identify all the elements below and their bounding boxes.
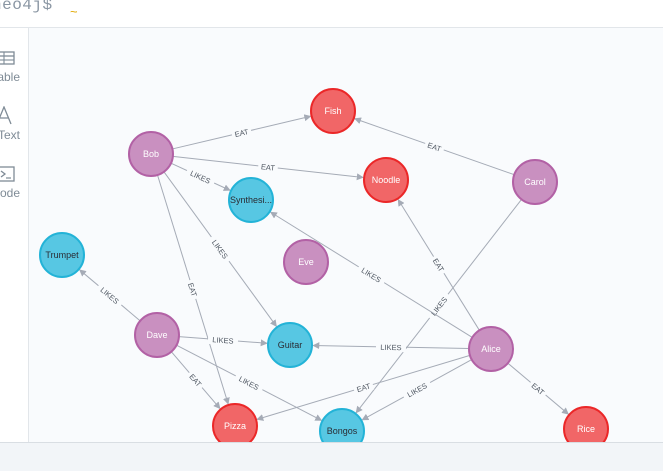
- node-label: Eve: [298, 257, 314, 267]
- node-circle[interactable]: [39, 232, 85, 278]
- relationship-label: LIKES: [360, 266, 383, 285]
- relationship-label: LIKES: [237, 374, 260, 392]
- relationship-label-bg: [352, 379, 375, 395]
- node-label: Carol: [524, 177, 546, 187]
- relationship-label: LIKES: [210, 238, 230, 260]
- node-alice[interactable]: Alice: [468, 326, 514, 372]
- relationship-label-bg: [527, 378, 549, 399]
- relationship-alice-rice[interactable]: EAT: [507, 362, 569, 415]
- node-label: Bob: [143, 149, 159, 159]
- text-view-button[interactable]: Text: [0, 106, 28, 154]
- node-fish[interactable]: Fish: [310, 88, 356, 134]
- node-label: Fish: [324, 106, 341, 116]
- relationship-label-bg: [233, 371, 265, 395]
- relationship-label-bg: [401, 378, 433, 402]
- node-label: Alice: [481, 344, 501, 354]
- table-icon: [0, 51, 15, 65]
- relationship-label-bg: [207, 234, 234, 265]
- relationship-dave-trumpet[interactable]: LIKES: [79, 269, 141, 322]
- node-trumpet[interactable]: Trumpet: [39, 232, 85, 278]
- node-circle[interactable]: [468, 326, 514, 372]
- node-label: Guitar: [278, 340, 303, 350]
- node-dave[interactable]: Dave: [134, 312, 180, 358]
- relationship-label: EAT: [260, 162, 275, 173]
- node-bob[interactable]: Bob: [128, 131, 174, 177]
- relationship-label: LIKES: [429, 295, 449, 317]
- relationship-carol-bongos[interactable]: LIKES: [355, 199, 522, 414]
- relationship-label: LIKES: [212, 335, 234, 346]
- relationship-bob-noodle[interactable]: EAT: [172, 155, 364, 181]
- relationship-alice-guitar[interactable]: LIKES: [312, 341, 470, 353]
- node-circle[interactable]: [512, 159, 558, 205]
- relationship-label-bg: [185, 369, 206, 391]
- node-label: Noodle: [372, 175, 401, 185]
- node-label: Trumpet: [45, 250, 79, 260]
- relationship-label-bg: [375, 341, 407, 353]
- node-carol[interactable]: Carol: [512, 159, 558, 205]
- table-view-button[interactable]: Table: [0, 48, 28, 96]
- text-view-label: Text: [0, 128, 20, 142]
- relationship-label: LIKES: [189, 169, 212, 186]
- result-view-sidebar: Table Text Code: [0, 28, 29, 442]
- cypher-prompt[interactable]: neo4j$: [0, 0, 53, 14]
- node-label: Synthesi...: [230, 195, 272, 205]
- relationship-label: EAT: [234, 127, 250, 139]
- relationship-dave-pizza[interactable]: EAT: [170, 351, 221, 410]
- cursor-marker: ~: [70, 4, 78, 19]
- node-circle[interactable]: [363, 157, 409, 203]
- node-circle[interactable]: [267, 322, 313, 368]
- relationship-label-bg: [356, 262, 387, 287]
- table-view-label: Table: [0, 70, 20, 84]
- bottom-bar: [0, 442, 663, 471]
- relationship-bob-fish[interactable]: EAT: [172, 114, 312, 150]
- node-label: Rice: [577, 424, 595, 434]
- relationship-label-bg: [184, 165, 217, 188]
- node-label: Pizza: [224, 421, 246, 431]
- relationship-label: LIKES: [99, 285, 121, 306]
- relationship-label: LIKES: [406, 381, 429, 399]
- node-rice[interactable]: Rice: [563, 406, 609, 452]
- node-guitar[interactable]: Guitar: [267, 322, 313, 368]
- relationship-bob-synth[interactable]: LIKES: [170, 162, 231, 191]
- relationship-label: LIKES: [380, 343, 401, 352]
- node-label: Dave: [146, 330, 167, 340]
- code-view-button[interactable]: Code: [0, 164, 28, 212]
- editor-bar[interactable]: neo4j$ ~: [0, 0, 663, 28]
- node-circle[interactable]: [228, 177, 274, 223]
- node-synth[interactable]: Synthesi...: [228, 177, 274, 223]
- relationship-label-bg: [95, 281, 125, 309]
- relationship-label: EAT: [356, 381, 372, 394]
- node-circle[interactable]: [283, 239, 329, 285]
- relationship-label-bg: [230, 125, 253, 140]
- relationship-alice-bongos[interactable]: LIKES: [361, 359, 472, 421]
- relationship-dave-guitar[interactable]: LIKES: [178, 333, 268, 347]
- node-circle[interactable]: [134, 312, 180, 358]
- node-circle[interactable]: [310, 88, 356, 134]
- code-view-label: Code: [0, 186, 20, 200]
- graph-canvas[interactable]: EAT EAT LIKES LIKES EAT EAT LIKES LIKES LIKES EAT…: [29, 28, 663, 454]
- relationship-label-bg: [423, 138, 446, 155]
- relationship-label-bg: [185, 278, 201, 301]
- node-label: Bongos: [327, 426, 358, 436]
- node-bongos[interactable]: Bongos: [319, 408, 365, 454]
- code-icon: [0, 166, 15, 182]
- relationship-label: EAT: [186, 282, 199, 298]
- node-noodle[interactable]: Noodle: [363, 157, 409, 203]
- node-eve[interactable]: Eve: [283, 239, 329, 285]
- relationship-label-bg: [425, 291, 452, 322]
- relationship-label-bg: [207, 333, 239, 347]
- node-circle[interactable]: [128, 131, 174, 177]
- graph-svg[interactable]: EAT EAT LIKES LIKES EAT EAT LIKES LIKES LIKES EAT…: [29, 28, 663, 454]
- relationship-label-bg: [429, 253, 449, 276]
- text-icon: [0, 106, 12, 125]
- relationship-alice-pizza[interactable]: EAT: [256, 354, 471, 421]
- node-pizza[interactable]: Pizza: [212, 403, 258, 449]
- relationship-label-bg: [257, 160, 279, 173]
